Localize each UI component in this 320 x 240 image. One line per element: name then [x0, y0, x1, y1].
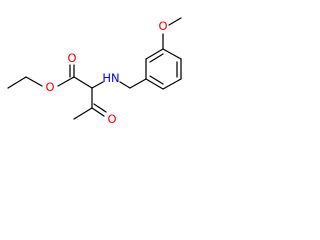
bond-ketone-co-double-b [93, 103, 107, 113]
bond-alpha-n [91, 81, 104, 89]
atom-label-ester-carbonyl-o: O [67, 51, 76, 65]
bond-ketone-co-double-a [91, 107, 105, 117]
bond-ch2-ring [129, 78, 147, 89]
molecule-structure: O O HN O O [7, 17, 182, 126]
ring-bond-3 [162, 48, 182, 60]
bond-methoxy-o-ch3 [168, 17, 182, 26]
bonds [7, 17, 182, 120]
ring-inner-3 [149, 75, 164, 85]
ring-bond-5 [162, 78, 182, 90]
bond-ethyl-ch3-ch2 [7, 76, 27, 89]
atom-label-nh: HN [102, 71, 119, 85]
atom-label-ester-o: O [45, 80, 54, 94]
atom-label-ketone-o: O [107, 112, 116, 126]
bond-carbonyl-alpha [73, 76, 93, 89]
ring-bond-2 [145, 48, 164, 60]
bond-ketone-ch3 [73, 107, 93, 120]
bond-ethyl-ch2-o [25, 76, 43, 87]
atom-label-methoxy-o: O [158, 19, 167, 33]
ring-bond-6 [145, 78, 164, 90]
ring-inner-1 [149, 53, 164, 63]
bond-n-ch2 [119, 81, 131, 89]
bond-ester-o-c [57, 76, 75, 87]
